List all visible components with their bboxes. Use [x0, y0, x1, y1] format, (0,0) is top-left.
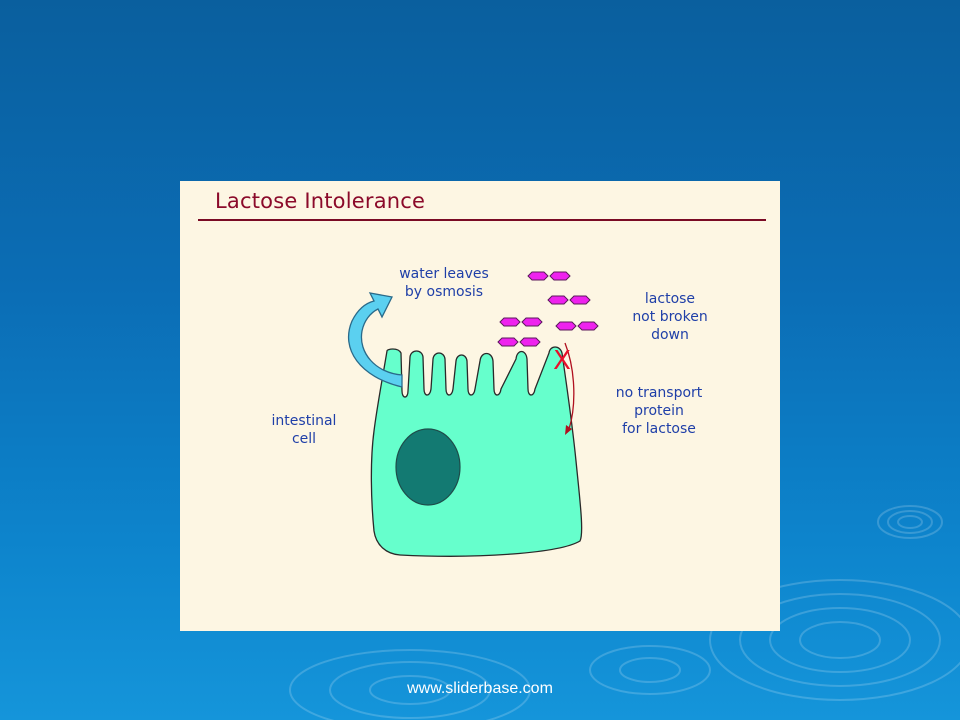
lactose-molecule: [499, 317, 543, 327]
label-no-transport-protein: no transport protein for lactose: [615, 385, 703, 437]
blocked-marker: X: [553, 346, 571, 376]
lactose-molecule: [547, 295, 591, 305]
water-osmosis-arrow: [347, 292, 403, 388]
lactose-molecules: [497, 271, 599, 347]
label-intestinal-cell: intestinal cell: [271, 413, 337, 447]
lactose-molecule: [555, 321, 599, 331]
title-underline: [198, 219, 766, 221]
label-lactose-not-broken: lactose not broken down: [632, 291, 708, 343]
slide-title: Lactose Intolerance: [215, 189, 426, 213]
nucleus: [395, 428, 461, 506]
footer-url: www.sliderbase.com: [407, 680, 553, 697]
intestinal-cell-diagram: X: [347, 271, 599, 557]
transport-arrowhead: [565, 425, 572, 435]
diagram-panel: Lactose Intolerance: [180, 181, 780, 631]
lactose-molecule: [497, 337, 541, 347]
blocked-transport-path: [564, 342, 575, 430]
lactose-molecule: [527, 271, 571, 281]
label-water-leaves: water leaves by osmosis: [399, 266, 489, 300]
